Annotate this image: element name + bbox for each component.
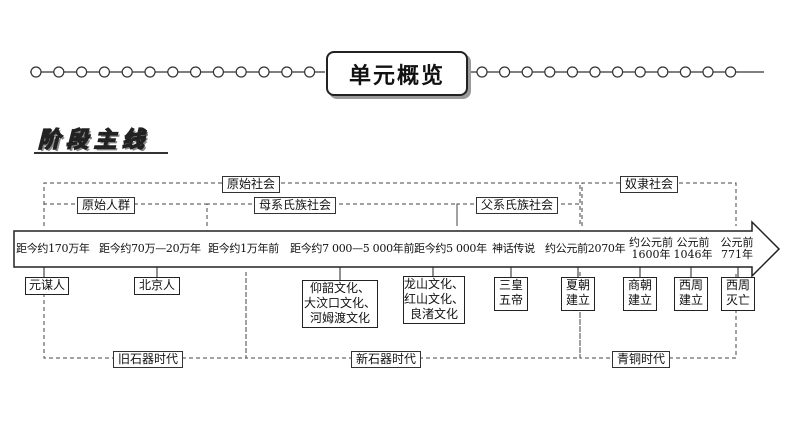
chain-left-circle-6	[167, 66, 179, 78]
chain-left-circle-7	[190, 66, 202, 78]
tick-7000-5000: 距今约7 000—5 000年前	[290, 242, 415, 255]
chain-left-circle-1	[53, 66, 65, 78]
chain-right-circle-0	[476, 66, 488, 78]
label-bronze: 青铜时代	[612, 351, 671, 368]
chain-left-circle-4	[121, 66, 133, 78]
header-chain	[30, 66, 764, 78]
label-patrilineal: 父系氏族社会	[476, 197, 559, 214]
chain-left-circle-9	[235, 66, 247, 78]
tick-771bc-line1: 公元前	[720, 236, 754, 249]
label-primitive-group: 原始人群	[77, 197, 136, 214]
chain-right-circle-9	[679, 66, 692, 78]
chain-right-circle-10	[702, 66, 714, 78]
chain-right-circle-3	[544, 66, 556, 78]
chain-left-circle-8	[212, 66, 224, 78]
label-primitive-society: 原始社会	[222, 176, 281, 193]
chain-left-circle-2	[75, 66, 88, 78]
tick-170-wan: 距今约170万年	[16, 242, 90, 255]
event-western-zhou-founded: 西周 建立	[674, 277, 708, 311]
chain-left-circle-11	[281, 66, 293, 78]
chain-right-circle-1	[499, 66, 511, 78]
chain-left-circle-10	[258, 66, 270, 78]
bracket-patrilineal	[456, 203, 581, 226]
tick-70-20-wan: 距今约70万—20万年	[99, 242, 201, 255]
chain-right-circle-5	[589, 66, 601, 78]
label-neolithic: 新石器时代	[351, 351, 422, 368]
label-matrilineal: 母系氏族社会	[254, 197, 337, 214]
chain-left-circle-3	[98, 66, 111, 78]
chain-right-circle-8	[657, 66, 669, 78]
event-western-zhou-fall: 西周 灭亡	[721, 277, 755, 311]
event-longshan-cultures: 龙山文化、 红山文化、 良渚文化	[403, 276, 465, 324]
event-peking-man: 北京人	[134, 277, 180, 295]
tick-1600bc: 约公元前 1600年	[627, 237, 675, 261]
chain-right-circle-4	[566, 66, 579, 78]
tick-1046bc-line1: 公元前	[676, 236, 710, 249]
event-connectors	[43, 267, 739, 280]
chain-circles-right	[476, 66, 737, 78]
bracket-bronze	[579, 272, 737, 359]
tick-1046bc: 公元前 1046年	[673, 237, 713, 261]
chain-left-circle-5	[144, 66, 156, 78]
event-yuanmou-man: 元谋人	[25, 277, 69, 295]
chain-left-circle-0	[30, 66, 42, 78]
tick-1600bc-line1: 约公元前	[629, 236, 673, 249]
tick-1-wan: 距今约1万年前	[208, 242, 279, 255]
chain-left-circle-12	[304, 66, 316, 78]
tick-2070bc: 约公元前2070年	[545, 242, 626, 255]
chain-right-circle-11	[724, 66, 737, 78]
event-three-sovereigns: 三皇 五帝	[494, 277, 528, 311]
tick-771bc: 公元前 771年	[717, 237, 757, 261]
label-slave-society: 奴隶社会	[620, 176, 679, 193]
event-yangshao-cultures: 仰韶文化、 大汶口文化、 河姆渡文化	[302, 280, 378, 328]
tick-5000: 距今约5 000年	[414, 242, 487, 255]
chain-circles-left	[30, 66, 316, 78]
chain-right-circle-7	[634, 66, 646, 78]
tick-1600bc-line2: 1600年	[631, 248, 671, 261]
tick-myth: 神话传说	[492, 242, 535, 255]
event-shang-founded: 商朝 建立	[623, 277, 657, 311]
label-paleolithic: 旧石器时代	[113, 351, 184, 368]
tick-1046bc-line2: 1046年	[673, 248, 713, 261]
tick-771bc-line2: 771年	[721, 248, 753, 261]
event-xia-founded: 夏朝 建立	[561, 277, 595, 311]
section-underline	[34, 152, 168, 154]
unit-overview-title: 单元概览	[326, 51, 468, 96]
timeline-arrow	[13, 220, 781, 278]
chain-right-circle-2	[521, 66, 533, 78]
chain-right-circle-6	[611, 66, 624, 78]
stage-mainline-title: 阶段主线	[37, 127, 151, 153]
